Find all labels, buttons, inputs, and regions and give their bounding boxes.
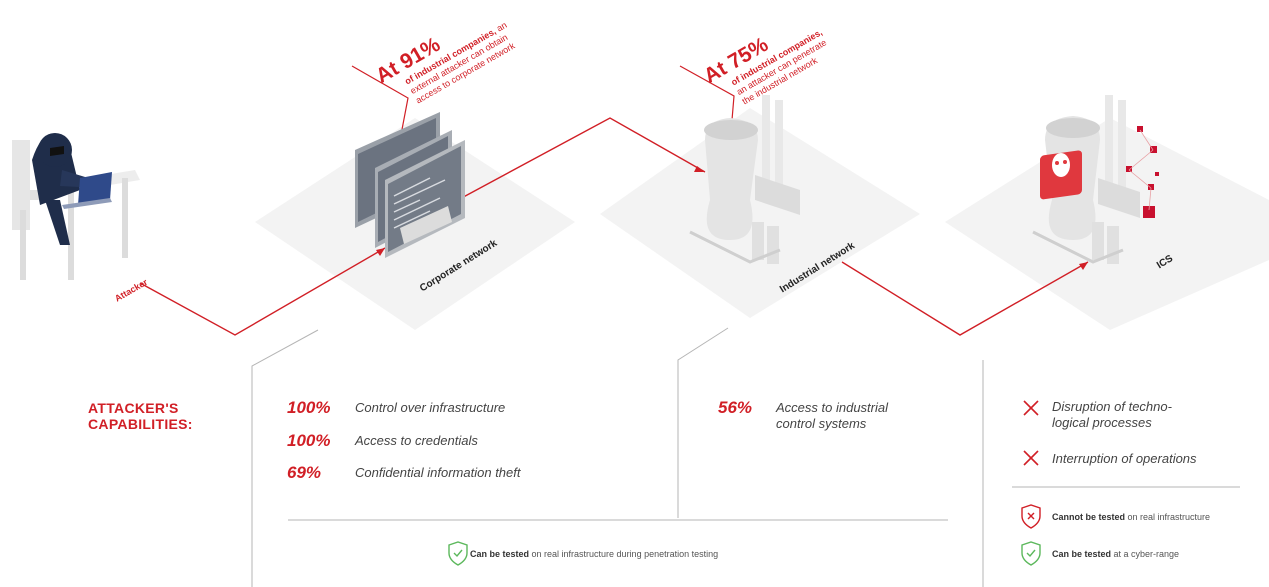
- ics-impact: Interruption of operations: [1052, 451, 1197, 466]
- legend-cannot: Cannot be tested on real infrastructure: [1052, 512, 1210, 522]
- stat-row: 69% Confidential information theft: [287, 463, 520, 483]
- stat-label: Access to credentials: [355, 433, 478, 448]
- legend-penetration-rest: on real infrastructure during penetratio…: [529, 549, 719, 559]
- monitor-icon: [355, 112, 465, 258]
- stat-value: 100%: [287, 431, 331, 450]
- stat-label: Confidential information theft: [355, 465, 521, 480]
- stat-value: 69%: [287, 463, 322, 482]
- callout-line-corporate: [351, 65, 409, 141]
- ics-impact-line1: Disruption of techno-: [1052, 399, 1172, 414]
- shield-check-icon: [1021, 541, 1041, 566]
- attack-path-line-2: [429, 117, 706, 216]
- capabilities-title-line2: CAPABILITIES:: [88, 416, 193, 432]
- shield-cross-icon: [1021, 504, 1041, 529]
- ics-impact-line2: logical processes: [1052, 415, 1152, 430]
- ics-factory-icon: [1032, 95, 1159, 264]
- attack-path-line: [139, 247, 386, 336]
- legend-cyber-range: Can be tested at a cyber-range: [1052, 549, 1179, 559]
- legend-cyber-range-rest: at a cyber-range: [1111, 549, 1180, 559]
- legend-cannot-rest: on real infrastructure: [1125, 512, 1211, 522]
- legend-cannot-bold: Cannot be tested: [1052, 512, 1126, 522]
- divider-industrial: [677, 327, 729, 518]
- arrowhead-3: [1079, 262, 1088, 270]
- ics-platform: [945, 118, 1269, 330]
- ics-impact: Disruption of techno- logical processes: [1052, 399, 1172, 431]
- factory-icon: [689, 95, 800, 264]
- cross-icon: [1023, 400, 1039, 416]
- stat-row: 100% Control over infrastructure: [287, 398, 505, 418]
- stat-label: Control over infrastructure: [355, 400, 506, 415]
- stat-label-line1: Access to industrial: [776, 400, 888, 415]
- stat-value: 100%: [287, 398, 331, 417]
- stat-row: 56% Access to industrial control systems: [718, 398, 888, 431]
- shield-check-icon: [448, 541, 468, 566]
- attack-path-line-3: [841, 261, 1089, 336]
- capabilities-title: ATTACKER'S CAPABILITIES:: [88, 400, 193, 432]
- stat-label-line2: control systems: [776, 416, 867, 431]
- arrowhead-2: [694, 166, 705, 172]
- cross-icon: [1023, 450, 1039, 466]
- stat-label: Access to industrial control systems: [776, 400, 888, 432]
- legend-penetration: Can be tested on real infrastructure dur…: [470, 549, 718, 559]
- industrial-platform: [600, 108, 920, 318]
- capabilities-title-line1: ATTACKER'S: [88, 400, 179, 416]
- divider-corporate: [251, 329, 319, 587]
- stat-value: 56%: [718, 398, 753, 417]
- legend-cyber-range-bold: Can be tested: [1052, 549, 1112, 559]
- arrowhead-1: [376, 248, 385, 256]
- legend-penetration-bold: Can be tested: [470, 549, 530, 559]
- stat-row: 100% Access to credentials: [287, 431, 478, 451]
- ics-impact-line1: Interruption of operations: [1052, 451, 1197, 466]
- attacker-figure: [12, 133, 140, 280]
